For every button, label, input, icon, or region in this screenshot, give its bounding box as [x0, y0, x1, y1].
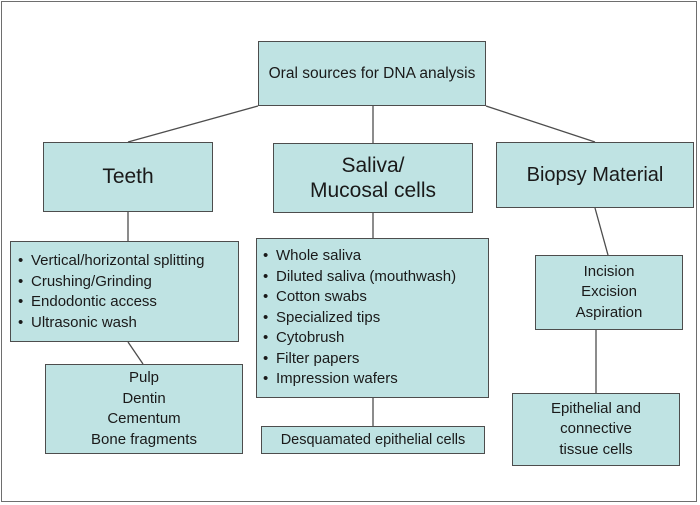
list-item: Endodontic access [17, 292, 234, 313]
result-line: connective [560, 420, 632, 438]
teeth-title: Teeth [102, 165, 154, 188]
connector-root-teeth [127, 105, 259, 143]
list-item: Specialized tips [262, 308, 484, 329]
biopsy-result-box: Epithelial and connective tissue cells [512, 393, 680, 466]
teeth-methods-list: Vertical/horizontal splitting Crushing/G… [17, 251, 234, 333]
saliva-node: Saliva/ Mucosal cells [273, 143, 473, 213]
saliva-methods-box: Whole saliva Diluted saliva (mouthwash) … [256, 238, 489, 398]
connector-root-biopsy [485, 105, 596, 143]
saliva-result-box: Desquamated epithelial cells [261, 426, 485, 454]
connector-teeth-sources [127, 341, 144, 365]
saliva-title-line1: Saliva/ [341, 154, 405, 177]
teeth-sources-box: Pulp Dentin Cementum Bone fragments [45, 364, 243, 454]
teeth-node: Teeth [43, 142, 213, 212]
list-item: Cotton swabs [262, 287, 484, 308]
list-item: Whole saliva [262, 246, 484, 267]
source-item: Bone fragments [91, 430, 197, 448]
source-item: Dentin [122, 389, 166, 407]
biopsy-methods-box: Incision Excision Aspiration [535, 255, 683, 330]
list-item: Diluted saliva (mouthwash) [262, 267, 484, 288]
list-item: Vertical/horizontal splitting [17, 251, 234, 272]
list-item: Cytobrush [262, 328, 484, 349]
method-item: Aspiration [575, 303, 643, 321]
saliva-title-line2: Mucosal cells [309, 179, 437, 202]
list-item: Ultrasonic wash [17, 313, 234, 334]
teeth-methods-box: Vertical/horizontal splitting Crushing/G… [10, 241, 239, 342]
source-item: Cementum [107, 410, 181, 427]
list-item: Impression wafers [262, 369, 484, 390]
source-item: Pulp [128, 369, 160, 386]
list-item: Crushing/Grinding [17, 272, 234, 293]
biopsy-title: Biopsy Material [526, 163, 664, 186]
connector-biopsy-methods [594, 207, 609, 256]
saliva-result-label: Desquamated epithelial cells [280, 432, 466, 448]
result-line: Epithelial and [550, 399, 642, 417]
method-item: Excision [581, 283, 637, 301]
method-item: Incision [583, 262, 635, 280]
list-item: Filter papers [262, 349, 484, 370]
biopsy-node: Biopsy Material [496, 142, 694, 208]
root-label: Oral sources for DNA analysis [268, 64, 476, 82]
root-node: Oral sources for DNA analysis [258, 41, 486, 106]
saliva-methods-list: Whole saliva Diluted saliva (mouthwash) … [262, 246, 484, 390]
result-line: tissue cells [559, 440, 633, 458]
